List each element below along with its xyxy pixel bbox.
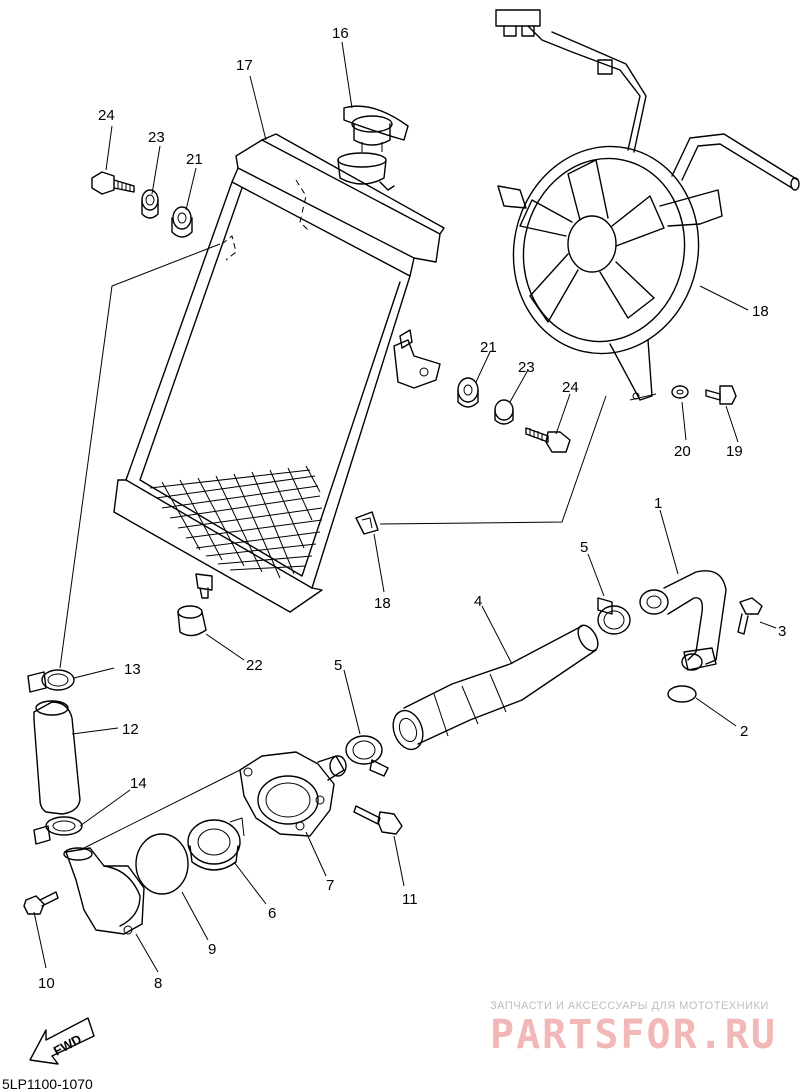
reference-code: 5LP1100-1070	[2, 1076, 93, 1092]
hose-clamp-14	[33, 816, 83, 845]
callout-17: 18	[752, 303, 769, 320]
callout-14: 14	[130, 775, 147, 792]
leader-lines	[33, 41, 777, 973]
hose-4	[392, 624, 599, 751]
callout-19: 19	[726, 443, 743, 460]
callout-21-upper: 21	[186, 151, 203, 168]
thermostat-6	[187, 817, 245, 871]
callout-15: 16	[332, 25, 349, 42]
bushing-23-upper	[141, 189, 159, 219]
watermark-logo: PARTSFOR.RU	[490, 1012, 777, 1058]
bolt-11	[353, 805, 403, 835]
bolt-10	[23, 891, 59, 915]
callout-18: 18	[374, 595, 391, 612]
fastener-24-upper	[91, 171, 135, 195]
callout-24-upper: 24	[98, 107, 115, 124]
bushing-23-lower	[494, 399, 514, 425]
callouts: 17 16 24 23 21 18 21 23 24 20 19 18 22 1…	[38, 25, 786, 992]
radiator	[113, 133, 445, 613]
hose-1	[639, 570, 727, 671]
fwd-arrow-icon: FWD	[29, 1017, 95, 1065]
bolt-19	[705, 385, 737, 405]
callout-4: 4	[474, 593, 482, 610]
clip-18	[355, 511, 379, 535]
grommet-21-lower	[457, 377, 479, 408]
callout-11: 11	[402, 891, 418, 908]
thermostat-cover-8	[63, 847, 145, 935]
hose-clamp-5-lower	[345, 735, 389, 777]
callout-13: 13	[124, 661, 141, 678]
callout-21-lower: 21	[480, 339, 497, 356]
callout-22: 22	[246, 657, 263, 674]
callout-5-lower: 5	[334, 657, 342, 674]
callout-9: 9	[208, 941, 216, 958]
callout-12: 12	[122, 721, 139, 738]
cooling-fan	[495, 9, 800, 401]
callout-23-upper: 23	[148, 129, 165, 146]
callout-2: 2	[740, 723, 748, 740]
cap-22	[177, 605, 207, 637]
watermark-tagline: ЗАПЧАСТИ И АКСЕССУАРЫ ДЛЯ МОТОТЕХНИКИ	[490, 1000, 769, 1012]
callout-8: 8	[154, 975, 162, 992]
callout-6: 6	[268, 905, 276, 922]
callout-3: 3	[778, 623, 786, 640]
watermark: ЗАПЧАСТИ И АКСЕССУАРЫ ДЛЯ МОТОТЕХНИКИ PA…	[490, 1000, 777, 1058]
bolt-3	[737, 597, 763, 635]
radiator-cap	[343, 105, 409, 152]
washer-20	[671, 385, 689, 399]
callout-24-lower: 24	[562, 379, 579, 396]
callout-16: 17	[236, 57, 253, 74]
bolt-24-lower	[525, 427, 571, 453]
radiator-core-mesh	[149, 465, 323, 579]
callout-10: 10	[38, 975, 55, 992]
o-ring-2	[667, 685, 697, 703]
gasket-9	[135, 833, 189, 895]
hose-clamp-5-upper	[597, 597, 631, 635]
hose-12	[33, 700, 81, 815]
grommet-21-upper	[171, 206, 193, 238]
callout-1: 1	[654, 495, 662, 512]
callout-20: 20	[674, 443, 691, 460]
callout-5-upper: 5	[580, 539, 588, 556]
hose-clamp-13	[27, 669, 75, 693]
callout-23-lower: 23	[518, 359, 535, 376]
callout-7: 7	[326, 877, 334, 894]
thermostat-housing-7	[239, 751, 347, 837]
